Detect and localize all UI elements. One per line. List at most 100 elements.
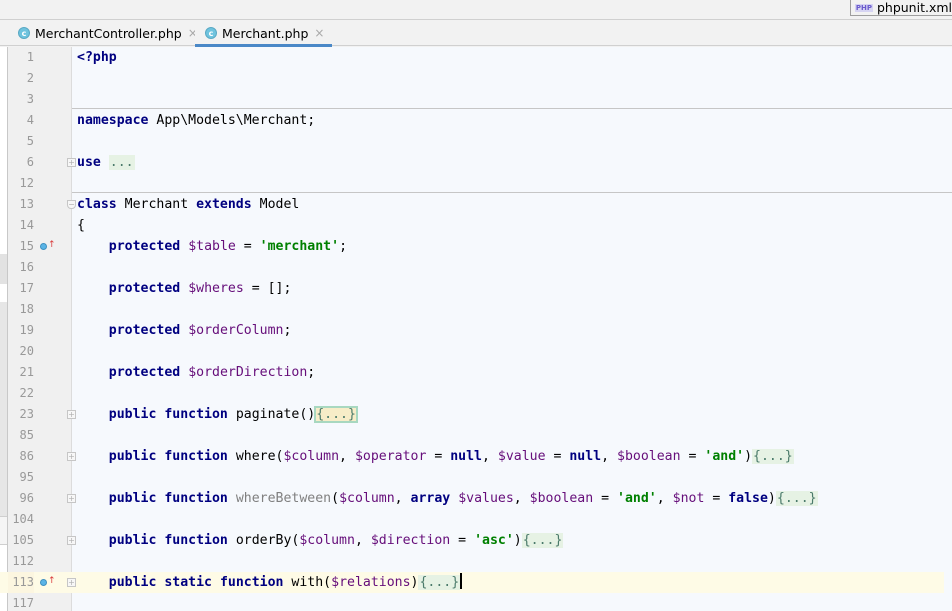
line-number: 2 [26, 71, 34, 85]
punct: , [394, 491, 411, 506]
keyword: function [219, 575, 284, 590]
keyword: function [164, 407, 228, 422]
operator: = [545, 449, 570, 464]
tab-merchant-controller[interactable]: c MerchantController.php × [8, 20, 206, 46]
code-line: 95 [0, 467, 944, 488]
operator: = [704, 491, 729, 506]
variable: $column [339, 491, 395, 506]
folded-use-block[interactable]: ... [108, 155, 135, 170]
fold-collapse-icon[interactable]: − [67, 200, 76, 209]
punct: , [513, 491, 530, 506]
space [101, 155, 109, 170]
line-number: 117 [12, 596, 34, 610]
code-line: 18 [0, 299, 944, 320]
code-text: public function where($column, $operator… [77, 446, 794, 467]
strip-segment [0, 302, 7, 517]
keyword: protected [108, 323, 181, 338]
keyword: protected [108, 281, 181, 296]
variable: $operator [354, 449, 427, 464]
fold-expand-icon[interactable]: + [67, 452, 76, 461]
folded-method-body[interactable]: {...} [418, 575, 461, 590]
code-line: 117 [0, 593, 944, 611]
line-number: 112 [12, 554, 34, 568]
code-line: 21 protected $orderDirection; [0, 362, 944, 383]
keyword: null [569, 449, 602, 464]
fold-expand-icon[interactable]: + [67, 494, 76, 503]
code-line: 3 [0, 89, 944, 110]
punct: , [339, 449, 355, 464]
folded-method-body[interactable]: {...} [521, 533, 564, 548]
space [180, 323, 188, 338]
line-number: 113 [8, 572, 34, 593]
overrides-marker[interactable]: ↑ [40, 576, 56, 587]
code-line: 17 protected $wheres = []; [0, 278, 944, 299]
string: 'and' [617, 491, 657, 506]
code-line: 12 [0, 173, 944, 194]
space [180, 365, 188, 380]
fold-expand-icon[interactable]: + [67, 536, 76, 545]
code-text: use ... [77, 152, 135, 173]
code-line: 86 + public function where($column, $ope… [0, 446, 944, 467]
code-line: 5 [0, 131, 944, 152]
keyword: array [410, 491, 451, 506]
line-number: 17 [19, 281, 34, 295]
code-line: 2 [0, 68, 944, 89]
fold-expand-icon[interactable]: + [67, 578, 76, 587]
code-text: protected $wheres = []; [77, 278, 292, 299]
line-number: 95 [19, 470, 34, 484]
class-name: Merchant [116, 197, 197, 212]
operator: = [680, 449, 705, 464]
close-icon[interactable]: × [314, 26, 325, 40]
keyword: namespace [77, 113, 149, 128]
line-number: 4 [26, 113, 34, 127]
overrides-marker[interactable]: ↑ [40, 240, 56, 251]
function-name: with( [283, 575, 332, 590]
variable: $orderDirection [188, 365, 308, 380]
line-number: 20 [19, 344, 34, 358]
space [450, 491, 458, 506]
tab-label: MerchantController.php [35, 25, 182, 41]
code-line: 15 ↑ protected $table = 'merchant'; [0, 236, 944, 257]
line-number: 22 [19, 386, 34, 400]
variable: $orderColumn [188, 323, 284, 338]
variable: $wheres [188, 281, 244, 296]
fold-expand-icon[interactable]: + [67, 158, 76, 167]
keyword: static [164, 575, 212, 590]
code-text: protected $orderDirection; [77, 362, 315, 383]
folded-method-body[interactable]: {...} [314, 406, 358, 423]
code-text: namespace App\Models\Merchant; [77, 110, 315, 131]
phpunit-xml-tab[interactable]: PHP phpunit.xml [849, 0, 952, 16]
punct: ) [744, 449, 753, 464]
variable: $column [299, 533, 355, 548]
variable: $not [672, 491, 705, 506]
punct: , [656, 491, 673, 506]
folded-method-body[interactable]: {...} [775, 491, 818, 506]
close-icon[interactable]: × [187, 26, 198, 40]
line-number: 12 [19, 176, 34, 190]
fold-expand-icon[interactable]: + [67, 410, 76, 419]
punct: , [482, 449, 498, 464]
code-text: protected $table = 'merchant'; [77, 236, 347, 257]
class-icon: c [205, 27, 217, 39]
string: 'asc' [474, 533, 514, 548]
method-separator [72, 192, 952, 193]
code-line: 105 + public function orderBy($column, $… [0, 530, 944, 551]
tab-merchant[interactable]: c Merchant.php × [195, 20, 333, 47]
keyword: protected [108, 239, 181, 254]
code-editor[interactable] [72, 47, 952, 611]
line-number: 15 [19, 239, 34, 253]
variable: $column [283, 449, 340, 464]
operator: = [450, 533, 475, 548]
keyword: false [728, 491, 768, 506]
code-text: public function orderBy($column, $direct… [77, 530, 564, 551]
line-number: 13 [19, 197, 34, 211]
code-text: public function paginate(){...} [77, 404, 358, 425]
punct: ; [283, 323, 292, 338]
folded-method-body[interactable]: {...} [752, 449, 794, 464]
method-separator [72, 108, 952, 109]
variable: $relations [331, 575, 411, 590]
line-number: 23 [19, 407, 34, 421]
override-up-arrow-icon: ↑ [48, 576, 56, 586]
punct: ) [410, 575, 419, 590]
line-number: 16 [19, 260, 34, 274]
